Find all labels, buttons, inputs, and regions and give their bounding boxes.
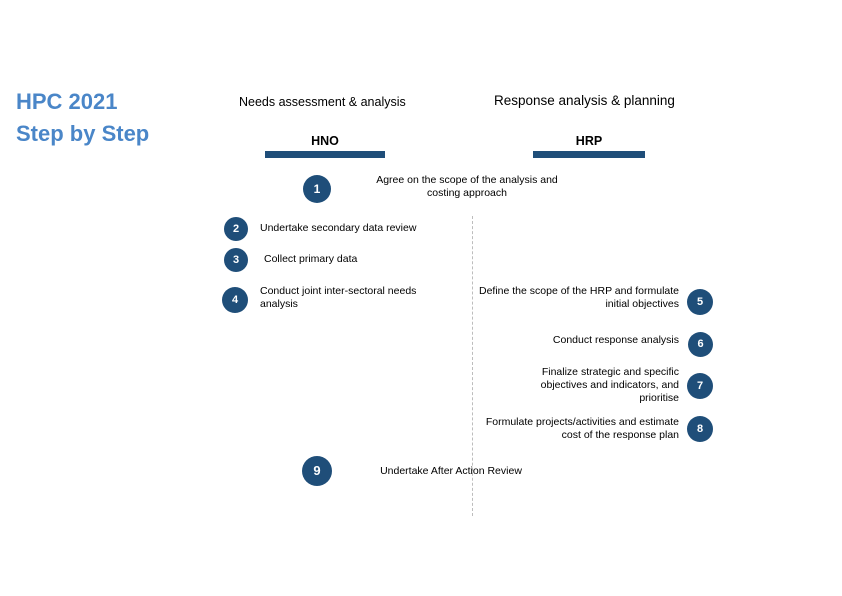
step-circle-3[interactable]: 3 — [224, 248, 248, 272]
phase-label-hrp: HRP — [575, 134, 603, 148]
phase-bar-hrp — [533, 151, 645, 158]
phase-bar-hno — [265, 151, 385, 158]
page-title-line-1: HPC 2021 — [16, 89, 118, 114]
step-text-6: Conduct response analysis — [552, 334, 679, 346]
phase-caption-response-analysis: Response analysis & planning — [494, 93, 675, 108]
step-text-1: Agree on the scope of the analysis and c… — [376, 174, 558, 199]
page-title: HPC 2021 Step by Step — [16, 86, 226, 150]
step-circle-5[interactable]: 5 — [687, 289, 713, 315]
step-circle-7[interactable]: 7 — [687, 373, 713, 399]
step-circle-9[interactable]: 9 — [302, 456, 332, 486]
phase-label-hno: HNO — [311, 134, 339, 148]
step-text-4: Conduct joint inter-sectoral needs analy… — [260, 285, 417, 310]
step-text-3: Collect primary data — [264, 253, 358, 265]
step-circle-4[interactable]: 4 — [222, 287, 248, 313]
step-circle-8[interactable]: 8 — [687, 416, 713, 442]
step-text-5: Define the scope of the HRP and formulat… — [479, 285, 680, 310]
step-text-2: Undertake secondary data review — [260, 222, 417, 234]
step-text-8: Formulate projects/activities and estima… — [485, 416, 679, 441]
phase-caption-needs-assessment: Needs assessment & analysis — [239, 95, 406, 109]
page-title-line-2: Step by Step — [16, 121, 150, 146]
step-circle-2[interactable]: 2 — [224, 217, 248, 241]
phase-divider-line — [472, 216, 473, 516]
step-text-7: Finalize strategic and specific objectiv… — [540, 366, 679, 404]
step-circle-1[interactable]: 1 — [303, 175, 331, 203]
step-text-9: Undertake After Action Review — [380, 465, 522, 477]
step-circle-6[interactable]: 6 — [688, 332, 713, 357]
